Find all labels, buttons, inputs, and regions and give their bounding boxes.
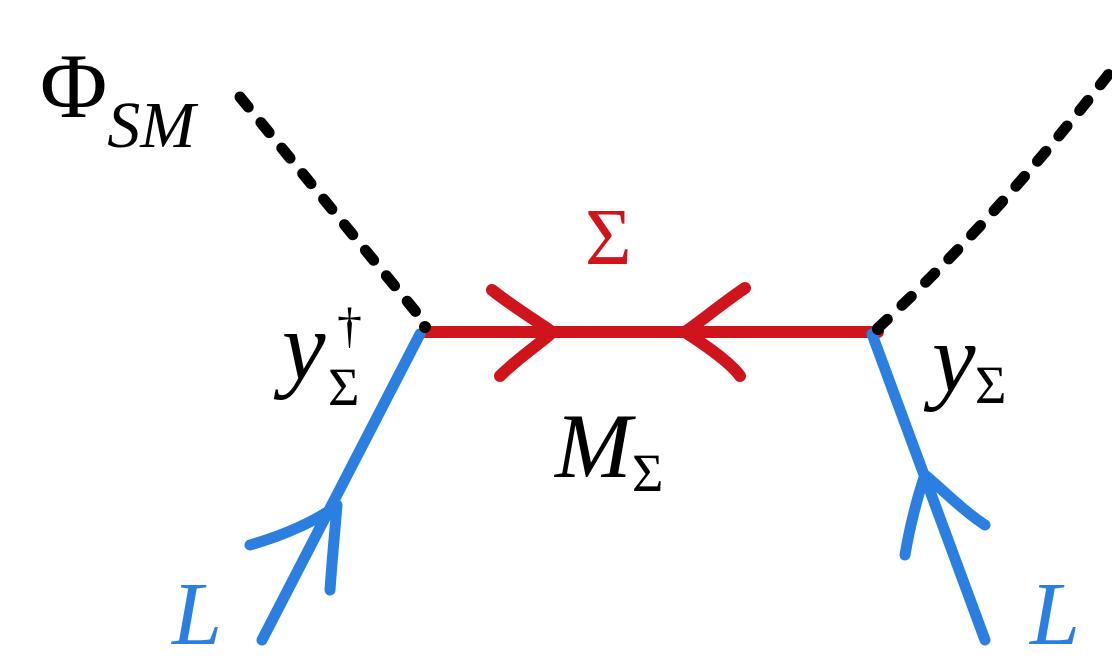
lepton-line-left	[256, 328, 426, 646]
phi-sm-label: ΦSM	[40, 40, 195, 159]
sigma-label: Σ	[585, 194, 632, 282]
sigma-arrow-left	[679, 282, 751, 382]
mass-sub: Σ	[632, 443, 664, 503]
lepton-arrow-right	[899, 469, 991, 561]
yukawa-dagger-sub: Σ	[328, 357, 360, 417]
yukawa-dagger-sup: †	[337, 297, 362, 353]
lepton-label-left: L	[172, 565, 223, 664]
mass-main: M	[555, 395, 632, 497]
yukawa-main: y	[932, 305, 976, 413]
lepton-line-right	[866, 328, 991, 646]
higgs-line-left	[234, 91, 431, 329]
vertex-left	[419, 321, 431, 333]
phi-subscript: SM	[107, 89, 196, 162]
yukawa-dagger-main: y	[282, 293, 326, 401]
vertex-right	[872, 323, 884, 335]
lepton-arrow-left	[244, 499, 343, 596]
lepton-label-right: L	[1030, 565, 1081, 664]
phi-symbol: Φ	[40, 35, 108, 137]
yukawa-sub: Σ	[975, 355, 1007, 415]
higgs-line-right	[872, 64, 1112, 334]
sigma-arrow-right	[486, 284, 558, 382]
